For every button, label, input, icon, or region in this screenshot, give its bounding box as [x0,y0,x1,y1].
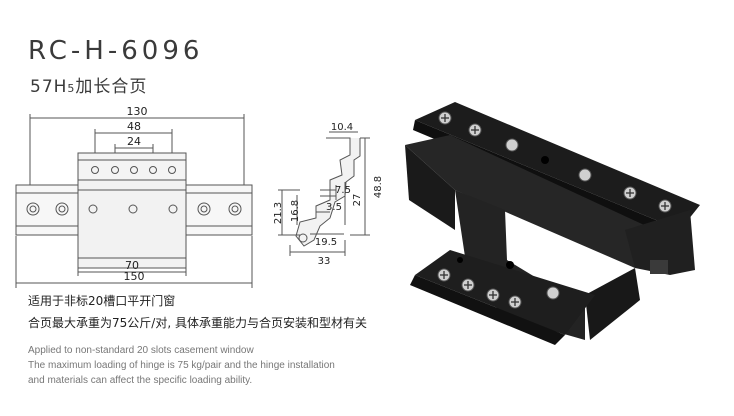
description-cn-line2: 合页最大承重为75公斤/对, 具体承重能力与合页安装和型材有关 [28,316,367,330]
hinge-bottom-plate [415,250,595,335]
dim-70: 70 [125,259,139,272]
dim-7-5: 7.5 [335,185,351,196]
dim-3-5: 3.5 [326,202,342,213]
hinge-product-photo [405,102,700,345]
description-en-line1: Applied to non-standard 20 slots casemen… [28,345,254,356]
dim-48: 48 [127,120,141,133]
description-cn-line1: 适用于非标20槽口平开门窗 [28,294,176,308]
product-model: RC-H-6096 [28,36,204,66]
description-en-line2: The maximum loading of hinge is 75 kg/pa… [28,360,335,371]
dim-16-8: 16.8 [290,200,301,222]
description-en-line3: and materials can affect the specific lo… [28,375,253,386]
hinge-knuckle [405,135,655,268]
subtitle-rest: 加长合页 [75,77,148,97]
dim-48-8: 48.8 [373,176,384,198]
dim-27: 27 [352,194,363,207]
dim-24: 24 [127,135,141,148]
dim-130: 130 [127,105,148,118]
dim-21-3: 21.3 [273,202,284,224]
subtitle-subscript: 5 [67,82,76,95]
dim-10-4: 10.4 [331,122,353,133]
dim-19-5: 19.5 [315,237,337,248]
dim-150: 150 [124,270,145,283]
product-subtitle: 57H5加长合页 [30,72,147,97]
technical-drawing: 130 48 24 70 150 10.4 7.5 21.3 16.8 27 4… [15,105,384,288]
dim-33: 33 [318,256,331,267]
subtitle-main: 57H [30,77,68,97]
